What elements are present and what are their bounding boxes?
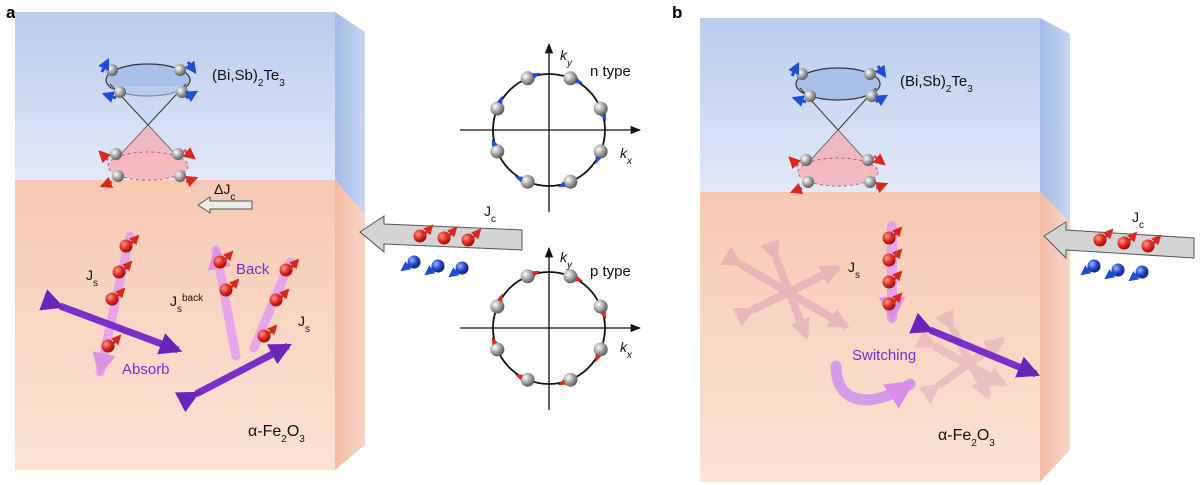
ti-layer-b-side [1040,18,1070,222]
back-label: Back [236,261,270,278]
p-type-state [563,269,578,284]
p-type-spin-arrow [557,379,566,386]
panel-b-letter: b [672,3,682,22]
n-type-state [593,101,608,116]
n-type-state [520,71,535,86]
p-type-spin-arrow [600,311,607,320]
afm-layer-b-side [1040,192,1070,482]
p-kx-label: kx [620,339,633,361]
n-type-state [490,144,505,159]
n-type-spin-arrow [532,72,541,79]
n-type-spin-arrow [491,138,498,147]
panel-a-letter: a [6,3,16,22]
delta-current-arrow [197,196,253,214]
input-current-a [359,215,523,278]
spin-current-left-label: Js [86,267,98,289]
panel-b: b (Bi,Sb)2T [672,3,1195,482]
panel-a: a [6,3,523,470]
n-type-state [490,101,505,116]
n-type-state [593,144,608,159]
p-type-spin-arrow [496,293,503,303]
fermi-circle-p: ky kx p type [460,246,642,410]
n-type-state [563,71,578,86]
input-current-b-label: Jc [1132,209,1144,231]
p-type-spin-arrow [491,336,498,345]
afm-layer-a-side [335,180,365,470]
n-ky-label: ky [560,47,573,69]
panel-b-bottom-material: α-Fe2O3 [938,427,995,449]
absorb-label: Absorb [122,361,170,378]
n-type-state [520,174,535,189]
fermi-circle-n: ky kx n type [460,42,642,212]
spin-current-back-label: Jsback [170,293,204,315]
switching-arrow [830,360,916,409]
n-type-state [563,174,578,189]
p-ky-label: ky [560,249,573,271]
p-type-state [520,372,535,387]
input-current-b [1043,221,1195,282]
p-type-spin-arrow [595,353,602,363]
neel-vector-b [909,312,1041,378]
n-type-label: n type [590,63,631,80]
spin-current-right-label: Js [298,313,310,335]
delta-current-label: ΔJc [214,181,235,203]
p-type-state [593,299,608,314]
spin-current-b-label: Js [848,259,860,281]
p-type-state [563,372,578,387]
dirac-cone-a [98,57,199,189]
n-type-spin-arrow [514,176,524,183]
p-type-state [520,269,535,284]
input-current-a-label: Jc [484,203,496,225]
p-type-state [490,299,505,314]
panel-b-top-material: (Bi,Sb)2Te3 [900,73,973,95]
faint-neel-vectors-left [720,238,850,340]
p-type-spin-arrow [532,270,541,277]
n-type-spin-arrow [557,181,566,188]
panel-a-top-material: (Bi,Sb)2Te3 [212,67,285,89]
p-type-label: p type [590,263,631,280]
p-type-state [490,342,505,357]
ti-layer-a-side [335,12,365,215]
n-type-spin-arrow [595,155,602,165]
p-type-spin-arrow [574,275,584,282]
p-type-spin-arrow [514,374,524,381]
dirac-cone-b [788,61,889,195]
spin-current-right [174,245,300,413]
p-type-state [593,342,608,357]
n-type-spin-arrow [496,95,503,105]
n-kx-label: kx [620,145,633,167]
switching-label: Switching [852,347,916,364]
n-type-spin-arrow [574,77,584,84]
n-type-spin-arrow [600,113,607,122]
spin-current-left [39,231,183,377]
spin-current-b [879,221,905,324]
panel-a-bottom-material: α-Fe2O3 [248,423,305,445]
